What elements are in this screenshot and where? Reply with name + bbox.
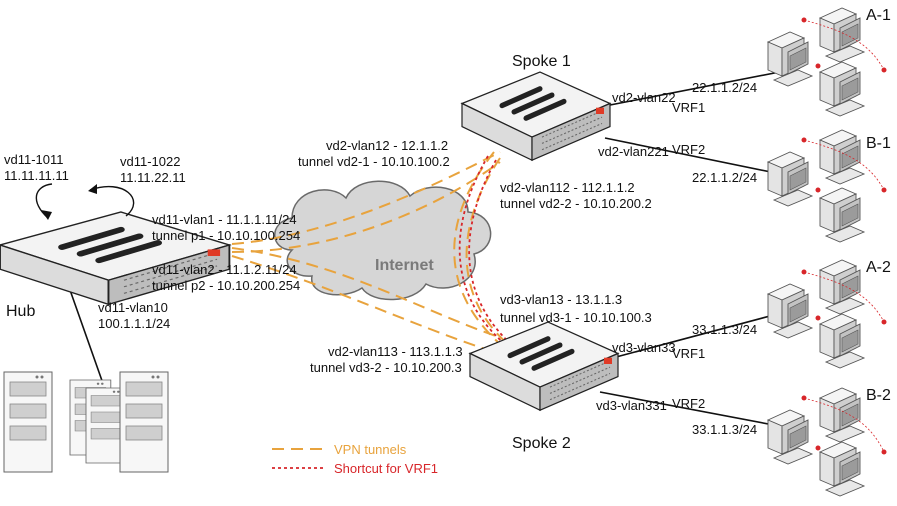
spoke2-tunnel-32: tunnel vd3-2 - 10.10.200.3 bbox=[310, 360, 462, 375]
hub-vlan10-ip: 100.1.1.1/24 bbox=[98, 316, 170, 331]
group-a2-label: A-2 bbox=[866, 259, 891, 276]
spoke2-vlan331-ip: 33.1.1.3/24 bbox=[692, 422, 757, 437]
hub-vlan1: vd11-vlan1 - 11.1.1.11/24 bbox=[152, 212, 297, 227]
tunnel-hub-spoke2-p1 bbox=[231, 247, 497, 337]
link-spoke2-a2 bbox=[589, 307, 801, 365]
spoke2-vlan33-ip: 33.1.1.3/24 bbox=[692, 322, 757, 337]
pc-group-b1 bbox=[767, 129, 887, 243]
spoke1-vlan22: vd2-vlan22 bbox=[612, 90, 676, 105]
spoke1-tunnel-21: tunnel vd2-1 - 10.10.100.2 bbox=[298, 154, 450, 169]
spoke2-vlan113: vd2-vlan113 - 113.1.1.3 bbox=[328, 344, 463, 359]
hub-tunnel-p1: tunnel p1 - 10.10.100.254 bbox=[152, 228, 300, 243]
spoke1-vrf2: VRF2 bbox=[672, 142, 705, 157]
link-spoke2-b2 bbox=[599, 391, 801, 431]
spoke2-vlan13: vd3-vlan13 - 13.1.1.3 bbox=[500, 292, 622, 307]
legend-shortcut-label: Shortcut for VRF1 bbox=[334, 461, 438, 476]
group-a1-label: A-1 bbox=[866, 7, 891, 24]
tunnel-spoke1-spoke2-2 bbox=[465, 157, 511, 347]
hub-label: Hub bbox=[6, 303, 35, 320]
spoke2-label: Spoke 2 bbox=[512, 435, 571, 452]
spoke1-vlan221-ip: 22.1.1.2/24 bbox=[692, 170, 757, 185]
spoke2-tunnel-31: tunnel vd3-1 - 10.10.100.3 bbox=[500, 310, 652, 325]
tunnel-hub-spoke1-p2 bbox=[231, 161, 501, 253]
spoke1-vlan22-ip: 22.1.1.2/24 bbox=[692, 80, 757, 95]
link-spoke1-b1 bbox=[604, 137, 801, 179]
pc-group-a1 bbox=[767, 7, 887, 117]
group-b1-label: B-1 bbox=[866, 135, 891, 152]
spoke2-vrf1: VRF1 bbox=[672, 346, 705, 361]
tunnel-hub-spoke1-p1 bbox=[231, 151, 501, 245]
internet-label: Internet bbox=[375, 257, 434, 274]
hub-vlan10: vd11-vlan10 bbox=[98, 300, 168, 315]
spoke2-vlan33: vd3-vlan33 bbox=[612, 340, 676, 355]
spoke2-vlan331: vd3-vlan331 bbox=[596, 398, 667, 413]
spoke1-vlan12: vd2-vlan12 - 12.1.1.2 bbox=[326, 138, 448, 153]
pc-group-a2 bbox=[767, 259, 887, 369]
hub-loop2-ip: 11.11.22.11 bbox=[120, 170, 186, 185]
legend-vpn-label: VPN tunnels bbox=[334, 442, 407, 457]
hub-vlan2: vd11-vlan2 - 11.1.2.11/24 bbox=[152, 262, 297, 277]
spoke1-appliance bbox=[462, 72, 610, 160]
server-group bbox=[3, 371, 169, 473]
group-b2-label: B-2 bbox=[866, 387, 891, 404]
hub-loopback-1022-arrow bbox=[89, 185, 135, 217]
link-spoke1-a1 bbox=[604, 67, 801, 107]
spoke1-vrf1: VRF1 bbox=[672, 100, 705, 115]
vpn-tunnels bbox=[231, 151, 511, 351]
loop-arrowhead-1 bbox=[41, 210, 52, 220]
loop-arrowhead-2 bbox=[88, 184, 97, 194]
pc-group-b2 bbox=[767, 387, 887, 497]
vrf1-shortcut bbox=[458, 155, 521, 353]
spoke1-label: Spoke 1 bbox=[512, 53, 571, 70]
hub-loop2-name: vd11-1022 bbox=[120, 154, 180, 169]
link-hub-servers bbox=[69, 289, 107, 393]
hub-tunnel-p2: tunnel p2 - 10.10.200.254 bbox=[152, 278, 300, 293]
spoke1-vlan221: vd2-vlan221 bbox=[598, 144, 669, 159]
hub-loop1-name: vd11-1011 bbox=[4, 152, 64, 167]
legend: VPN tunnels Shortcut for VRF1 bbox=[272, 442, 438, 476]
spoke1-vlan112: vd2-vlan112 - 112.1.1.2 bbox=[500, 180, 635, 195]
tunnel-hub-spoke2-p2 bbox=[231, 255, 489, 351]
spoke2-vrf2: VRF2 bbox=[672, 396, 705, 411]
spoke1-tunnel-22: tunnel vd2-2 - 10.10.200.2 bbox=[500, 196, 652, 211]
hub-loop1-ip: 11.11.11.11 bbox=[4, 168, 69, 183]
